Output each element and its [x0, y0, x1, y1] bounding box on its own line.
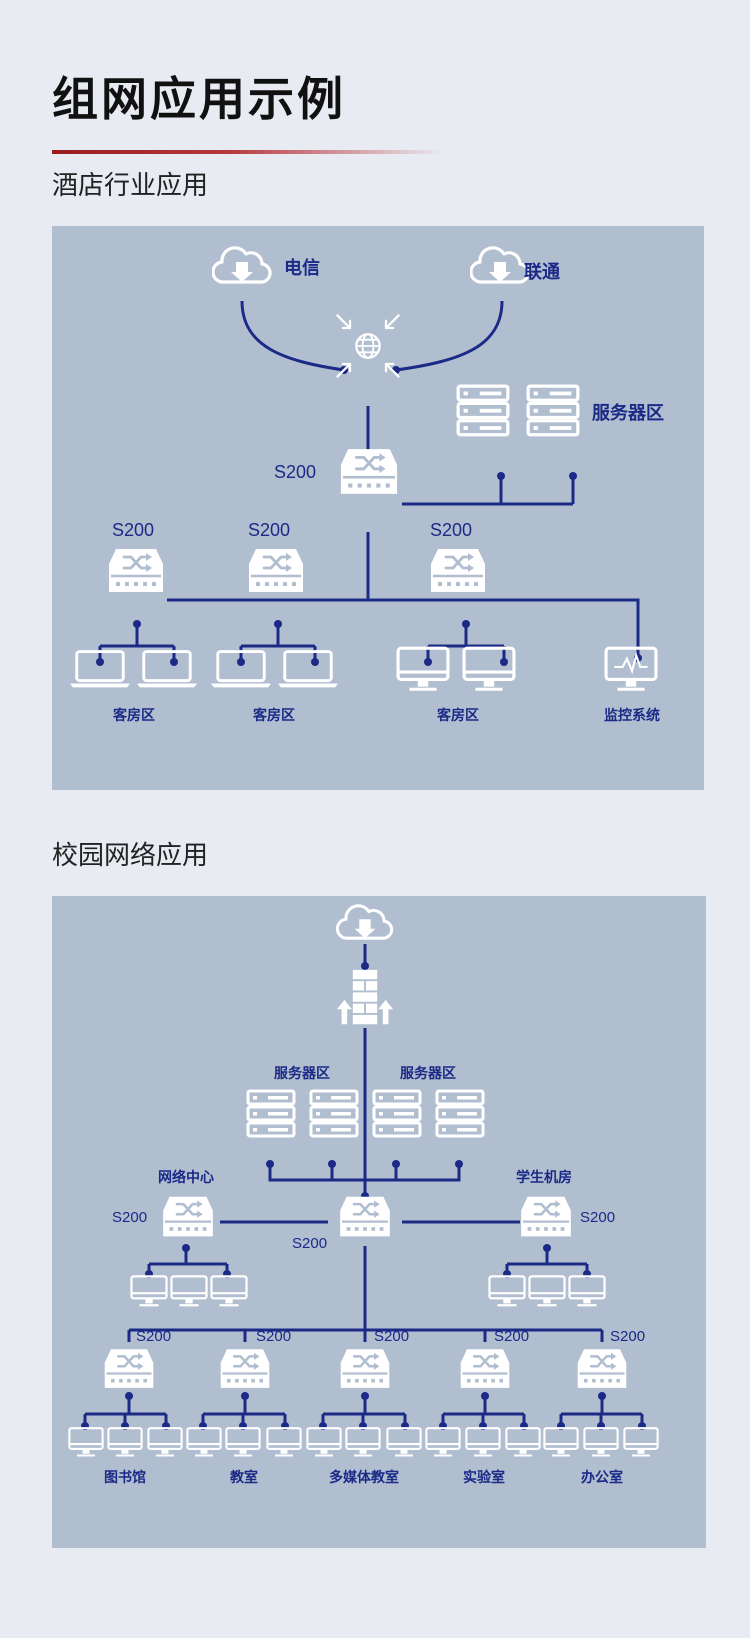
server-zone-1-label: 服务器区	[274, 1065, 330, 1081]
network-center-label: 网络中心	[158, 1169, 214, 1185]
switch-icon	[519, 1195, 573, 1238]
hotel-section-title: 酒店行业应用	[52, 170, 209, 200]
branch-label-library: 图书馆	[104, 1469, 146, 1485]
desktop-monitor-icon	[210, 1275, 248, 1308]
page-title: 组网应用示例	[52, 73, 346, 125]
desktop-monitor-icon	[623, 1427, 659, 1458]
switch-a-label: S200	[112, 520, 154, 540]
title-underline	[52, 150, 444, 154]
core-switch-icon	[338, 1195, 392, 1238]
cloud-download-icon	[212, 246, 272, 284]
desktop-monitor-icon	[345, 1427, 381, 1458]
branch-switch-label: S200	[494, 1328, 529, 1345]
surveillance-monitor-icon	[604, 646, 658, 692]
desktop-monitor-icon	[462, 646, 516, 692]
branch-leaf-links	[83, 1396, 644, 1426]
desktop-monitor-icon	[170, 1275, 208, 1308]
branch-switch-label: S200	[136, 1328, 171, 1345]
desktop-monitor-icon	[386, 1427, 422, 1458]
hotel-diagram: 电信 联通 服务器区 S200 S200 S200 S200 客房区 客房区 客…	[52, 226, 704, 790]
server-zone-label: 服务器区	[592, 402, 664, 423]
firewall-icon	[336, 969, 394, 1025]
branch-label-laboratory: 实验室	[463, 1469, 505, 1485]
campus-section-title: 校园网络应用	[52, 840, 209, 870]
desktop-monitor-icon	[266, 1427, 302, 1458]
server-rack-icon	[435, 1089, 485, 1138]
desktop-monitor-icon	[306, 1427, 342, 1458]
switch-icon	[339, 1347, 391, 1390]
desktop-monitor-icon	[130, 1275, 168, 1308]
isp-unicom-label: 联通	[524, 262, 560, 282]
desktop-monitor-icon	[465, 1427, 501, 1458]
zone-a-label: 客房区	[112, 707, 155, 723]
desktop-monitor-icon	[488, 1275, 526, 1308]
switch-icon	[429, 547, 487, 594]
branch-monitors	[68, 1427, 659, 1458]
switch-icon	[161, 1195, 215, 1238]
server-rack-icon	[246, 1089, 296, 1138]
server-rack-icon	[456, 384, 510, 437]
switch-icon	[103, 1347, 155, 1390]
desktop-monitor-icon	[225, 1427, 261, 1458]
branch-switch-label: S200	[256, 1328, 291, 1345]
switch-icon	[247, 547, 305, 594]
desktop-monitor-icon	[528, 1275, 566, 1308]
branch-switch-label: S200	[374, 1328, 409, 1345]
internet-globe-icon	[336, 314, 400, 378]
switch-icon	[459, 1347, 511, 1390]
isp-telecom-label: 电信	[284, 257, 320, 278]
desktop-monitor-icon	[147, 1427, 183, 1458]
zone-b-label: 客房区	[252, 707, 295, 723]
switch-icon	[576, 1347, 628, 1390]
branch-label-office: 办公室	[581, 1469, 623, 1485]
desktop-monitor-icon	[568, 1275, 606, 1308]
branch-switch-label: S200	[610, 1328, 645, 1345]
cloud-download-icon	[336, 904, 394, 940]
switch-left-label: S200	[112, 1209, 147, 1226]
switch-icon	[107, 547, 165, 594]
desktop-monitor-icon	[505, 1427, 541, 1458]
desktop-monitor-icon	[543, 1427, 579, 1458]
branch-label-classroom: 教室	[230, 1469, 258, 1485]
desktop-monitor-icon	[396, 646, 450, 692]
laptop-icon	[136, 649, 198, 689]
desktop-monitor-icon	[68, 1427, 104, 1458]
server-rack-icon	[309, 1089, 359, 1138]
core-switch-icon	[339, 447, 399, 496]
branch-label-multimedia: 多媒体教室	[329, 1469, 399, 1485]
switch-icon	[219, 1347, 271, 1390]
core-switch-label: S200	[274, 462, 316, 482]
desktop-monitor-icon	[425, 1427, 461, 1458]
desktop-monitor-icon	[107, 1427, 143, 1458]
cloud-download-icon	[470, 246, 530, 284]
monitor-system-label: 监控系统	[604, 707, 660, 723]
switch-core-label: S200	[292, 1235, 327, 1252]
switch-right-label: S200	[580, 1209, 615, 1226]
server-rack-icon	[372, 1089, 422, 1138]
student-lab-label: 学生机房	[516, 1169, 572, 1185]
server-rack-icon	[526, 384, 580, 437]
laptop-icon	[277, 649, 339, 689]
server-zone-2-label: 服务器区	[400, 1065, 456, 1081]
switch-b-label: S200	[248, 520, 290, 540]
campus-diagram: 服务器区 服务器区 网络中心 学生机房 S200 S200 S200 S200 …	[52, 896, 706, 1548]
desktop-monitor-icon	[186, 1427, 222, 1458]
desktop-monitor-icon	[583, 1427, 619, 1458]
switch-c-label: S200	[430, 520, 472, 540]
zone-c-label: 客房区	[436, 707, 479, 723]
hotel-links	[98, 300, 640, 662]
